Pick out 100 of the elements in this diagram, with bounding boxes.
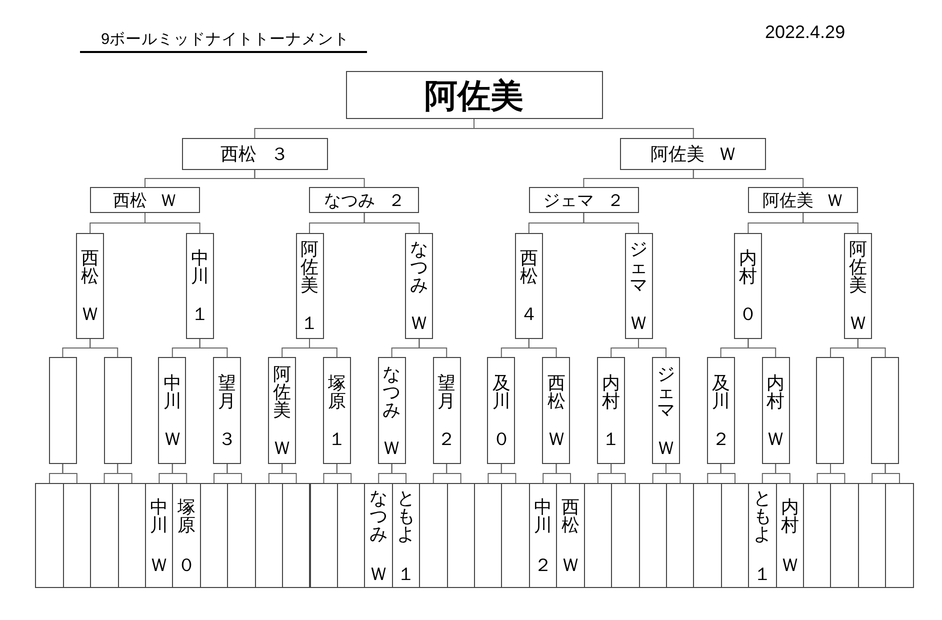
score: Ｗ <box>162 430 182 448</box>
bracket-line <box>830 464 846 484</box>
player-name: 内村 <box>602 374 621 410</box>
player-cell <box>172 483 201 588</box>
player-name: 中川 <box>190 249 210 285</box>
blank-cell <box>611 483 640 588</box>
score: ２ <box>534 556 552 574</box>
player-name: ジェマ <box>629 240 648 294</box>
player-box <box>542 357 570 464</box>
player-name: 中川 <box>150 498 169 534</box>
player-name: なつみ <box>382 364 402 418</box>
bracket-line <box>62 464 78 484</box>
score: Ｗ <box>160 192 177 208</box>
score: ２ <box>388 192 405 208</box>
player-name: なつみ <box>410 240 429 294</box>
player-box <box>378 357 406 464</box>
blank-cell <box>858 483 886 588</box>
player-name: 阿佐美 <box>300 240 319 294</box>
player-box <box>309 187 420 213</box>
player-name: 望月 <box>218 374 237 410</box>
blank-cell <box>885 483 914 588</box>
blank-cell <box>336 483 366 588</box>
player-box <box>186 233 214 339</box>
score: １ <box>602 430 621 448</box>
score: Ｗ <box>382 438 402 456</box>
player-name: 及川 <box>711 374 730 410</box>
bracket-line <box>391 464 406 484</box>
score: ２ <box>607 192 624 208</box>
player-cell <box>364 483 393 588</box>
bracket-line <box>583 212 639 234</box>
player-box <box>514 233 543 339</box>
date-text: 2022.4.29 <box>765 22 846 44</box>
blank-cell <box>501 483 530 588</box>
title: 9ボールミッドナイトトーナメント <box>80 28 367 53</box>
score: １ <box>752 564 772 582</box>
player-box <box>182 138 328 170</box>
bracket-line <box>692 170 804 188</box>
bracket-line <box>802 212 858 234</box>
player-box <box>322 357 351 464</box>
bracket-line <box>528 338 557 358</box>
player-box <box>624 233 653 339</box>
score: ０ <box>177 556 196 574</box>
player-name: 阿佐美 <box>762 192 814 208</box>
score: ２ <box>711 430 730 448</box>
score: Ｗ <box>766 430 786 448</box>
player-box <box>734 233 762 339</box>
bracket-line <box>309 338 338 358</box>
score: Ｗ <box>410 314 429 332</box>
player-name: 塚原 <box>327 374 346 410</box>
score: Ｗ <box>656 438 676 456</box>
blank-cell <box>118 483 146 588</box>
player-name: 内村 <box>766 374 786 410</box>
player-name: ジェマ <box>543 192 594 208</box>
score: ４ <box>519 305 538 323</box>
score: Ｗ <box>561 556 580 574</box>
player-name: なつみ <box>324 192 375 208</box>
blank-cell <box>720 483 750 588</box>
score: Ｗ <box>629 314 648 332</box>
player-cell <box>748 483 777 588</box>
player-name: 内村 <box>780 498 800 534</box>
bracket-line <box>556 464 571 484</box>
blank-cell <box>638 483 667 588</box>
blank-cell <box>830 483 859 588</box>
score: Ｗ <box>546 430 566 448</box>
blank-cell <box>474 483 502 588</box>
bracket-line <box>144 212 200 234</box>
blank-cell <box>200 483 228 588</box>
blank-box <box>48 357 77 464</box>
player-name: 望月 <box>437 374 456 410</box>
score: Ｗ <box>780 556 800 574</box>
blank-cell <box>803 483 832 588</box>
player-name: 西松 <box>220 145 257 163</box>
blank-box <box>104 357 132 464</box>
bracket-line <box>336 464 352 484</box>
player-name: ともよ <box>752 488 772 542</box>
score: Ｗ <box>272 438 292 456</box>
player-name: ともよ <box>396 488 416 542</box>
bracket-line <box>775 464 790 484</box>
blank-cell <box>35 483 64 588</box>
player-box <box>706 357 735 464</box>
player-name: 中川 <box>534 498 552 534</box>
player-box <box>487 357 516 464</box>
blank-cell <box>254 483 284 588</box>
blank-cell <box>666 483 694 588</box>
player-box <box>296 233 324 339</box>
bracket-line <box>720 464 736 484</box>
blank-cell <box>693 483 722 588</box>
player-cell <box>776 483 804 588</box>
score: １ <box>327 430 346 448</box>
player-name: 西松 <box>80 249 100 285</box>
bracket-line <box>226 464 242 484</box>
player-box <box>90 187 200 213</box>
bracket-line <box>364 212 420 234</box>
score: ３ <box>218 430 237 448</box>
player-cell <box>392 483 420 588</box>
score: ３ <box>270 145 289 163</box>
bracket-line <box>446 464 462 484</box>
player-box <box>762 357 790 464</box>
player-name: 阿佐美 <box>650 145 704 163</box>
bracket-line <box>172 464 188 484</box>
